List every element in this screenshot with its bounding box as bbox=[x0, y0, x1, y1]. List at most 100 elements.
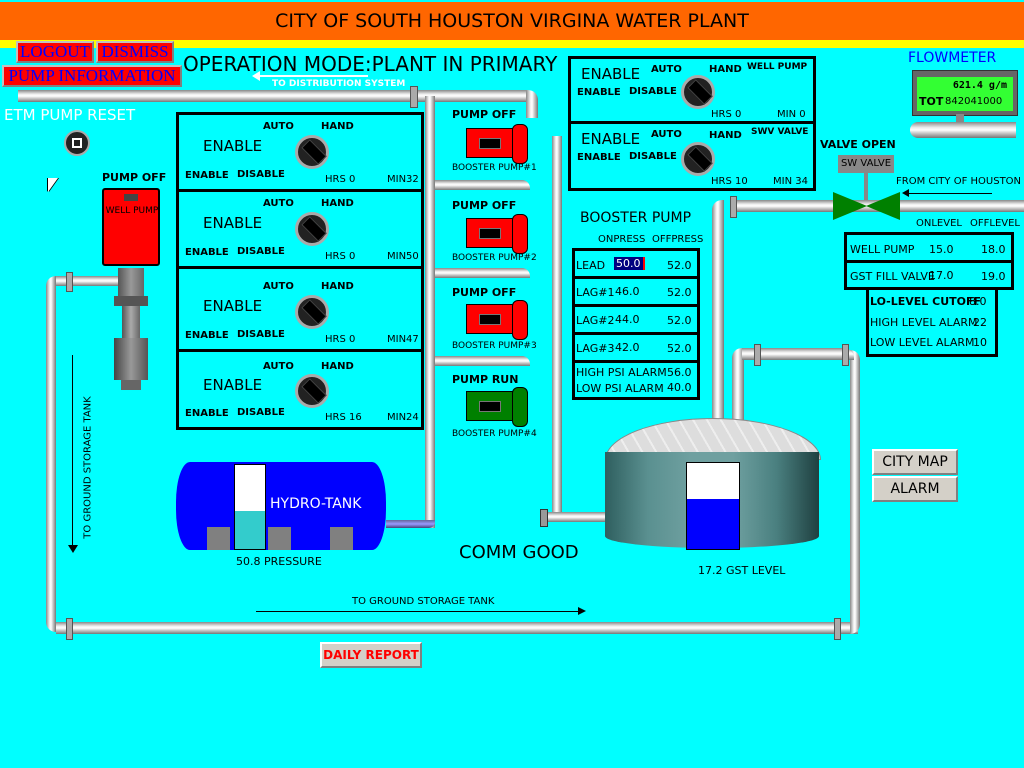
pipe-flange bbox=[66, 618, 73, 640]
pump-volute bbox=[512, 214, 528, 254]
enable-button[interactable]: ENABLE bbox=[185, 408, 229, 419]
hydro-tank-gauge bbox=[234, 464, 266, 550]
offpress-value[interactable]: 52.0 bbox=[667, 286, 692, 299]
pump-information-button[interactable]: PUMP INFORMATION bbox=[2, 65, 182, 87]
discharge-header-pipe bbox=[552, 136, 562, 516]
enable-button[interactable]: ENABLE bbox=[185, 330, 229, 341]
booster-pump-2[interactable] bbox=[466, 214, 528, 254]
hydro-tank-pipe bbox=[386, 520, 435, 528]
hand-label: HAND bbox=[321, 121, 354, 132]
row-label: LAG#2 bbox=[576, 314, 615, 327]
logout-button[interactable]: LOGOUT bbox=[16, 41, 94, 63]
run-minutes: MIN47 bbox=[387, 334, 419, 345]
pump-motor bbox=[466, 218, 514, 248]
disable-button[interactable]: DISABLE bbox=[237, 246, 285, 257]
low-psi-value[interactable]: 40.0 bbox=[667, 381, 692, 394]
onpress-value[interactable]: 46.0 bbox=[615, 285, 640, 298]
onpress-value[interactable]: 44.0 bbox=[615, 313, 640, 326]
knob-icon bbox=[687, 146, 713, 172]
city-map-button[interactable]: CITY MAP bbox=[872, 449, 958, 475]
knob-icon bbox=[687, 79, 713, 105]
offlevel-value[interactable]: 18.0 bbox=[981, 243, 1006, 256]
run-hours: HRS 0 bbox=[325, 251, 356, 262]
hydro-tank-pressure: 50.8 PRESSURE bbox=[236, 555, 322, 568]
booster-setpoints-title: BOOSTER PUMP bbox=[580, 210, 692, 226]
run-hours: HRS 0 bbox=[325, 174, 356, 185]
pump-suction-branch bbox=[435, 268, 530, 278]
distribution-arrow-head bbox=[252, 71, 260, 81]
sw-valve-label[interactable]: SW VALVE bbox=[838, 155, 894, 173]
offpress-value[interactable]: 52.0 bbox=[667, 342, 692, 355]
booster-pump-1-name: BOOSTER PUMP#1 bbox=[452, 163, 537, 173]
enable-button[interactable]: ENABLE bbox=[185, 170, 229, 181]
daily-report-button[interactable]: DAILY REPORT bbox=[320, 642, 422, 668]
disable-button[interactable]: DISABLE bbox=[629, 86, 677, 97]
disable-button[interactable]: DISABLE bbox=[629, 151, 677, 162]
level-alarm-box: LO-LEVEL CUTOFF 8.0 HIGH LEVEL ALARM 22 … bbox=[866, 287, 998, 357]
onpress-value[interactable]: 42.0 bbox=[615, 341, 640, 354]
hand-off-auto-selector[interactable] bbox=[681, 75, 715, 109]
pump-suction-branch bbox=[435, 180, 530, 190]
from-city-label: FROM CITY OF HOUSTON bbox=[896, 176, 1022, 187]
flowmeter-title: FLOWMETER bbox=[908, 50, 997, 66]
suction-header-pipe bbox=[425, 96, 435, 528]
row-label: WELL PUMP bbox=[850, 243, 915, 256]
etm-reset-button[interactable] bbox=[64, 130, 90, 156]
hand-off-auto-selector[interactable] bbox=[295, 135, 329, 169]
enable-button[interactable]: ENABLE bbox=[577, 87, 621, 98]
enable-button[interactable]: ENABLE bbox=[185, 247, 229, 258]
dismiss-button[interactable]: DISMISS bbox=[96, 41, 174, 63]
gst-level-fill bbox=[687, 499, 739, 549]
valve-body-left[interactable] bbox=[833, 192, 867, 220]
hand-off-auto-selector[interactable] bbox=[295, 374, 329, 408]
disable-button[interactable]: DISABLE bbox=[237, 329, 285, 340]
alarm-button[interactable]: ALARM bbox=[872, 476, 958, 502]
onlevel-value[interactable]: 15.0 bbox=[929, 243, 954, 256]
pipe-elbow bbox=[526, 90, 538, 118]
hydro-tank-label: HYDRO-TANK bbox=[270, 496, 362, 512]
run-minutes: MIN 34 bbox=[773, 176, 808, 187]
title-bar bbox=[0, 2, 1024, 40]
lead-onpress-input[interactable]: 50.0 bbox=[614, 257, 645, 270]
onlevel-value[interactable]: 17.0 bbox=[929, 269, 954, 282]
table-row: LEAD 50.0 52.0 bbox=[572, 248, 700, 279]
run-minutes: MIN24 bbox=[387, 412, 419, 423]
gst-level-text: 17.2 GST LEVEL bbox=[698, 564, 786, 577]
table-row: GST FILL VALVE 17.0 19.0 bbox=[844, 260, 1014, 290]
hand-off-auto-selector[interactable] bbox=[681, 142, 715, 176]
disable-button[interactable]: DISABLE bbox=[237, 407, 285, 418]
row-label: GST FILL VALVE bbox=[850, 270, 935, 283]
flow-arrow-head bbox=[68, 545, 78, 553]
high-psi-value[interactable]: 56.0 bbox=[667, 366, 692, 379]
accent-bar bbox=[0, 40, 1024, 48]
pump-motor bbox=[466, 304, 514, 334]
hand-off-auto-selector[interactable] bbox=[295, 212, 329, 246]
flow-total: 842041000 bbox=[945, 96, 1003, 107]
run-minutes: MIN50 bbox=[387, 251, 419, 262]
booster-pump-1[interactable] bbox=[466, 124, 528, 164]
table-row: WELL PUMP 15.0 18.0 bbox=[844, 232, 1014, 263]
well-pump-column bbox=[122, 306, 140, 338]
disable-button[interactable]: DISABLE bbox=[237, 169, 285, 180]
flow-arrow-head bbox=[902, 189, 909, 197]
lo-cutoff-value[interactable]: 8.0 bbox=[969, 295, 987, 308]
high-level-alarm-value[interactable]: 22 bbox=[973, 316, 987, 329]
booster-pump-3[interactable] bbox=[466, 300, 528, 340]
offpress-value[interactable]: 52.0 bbox=[667, 314, 692, 327]
well-pump-vent bbox=[124, 194, 138, 201]
row-label: LEAD bbox=[576, 259, 606, 272]
booster-panel-1: AUTO HAND ENABLE ENABLE DISABLE HRS 0 MI… bbox=[176, 112, 424, 192]
offpress-value[interactable]: 52.0 bbox=[667, 259, 692, 272]
low-level-alarm-value[interactable]: 10 bbox=[973, 336, 987, 349]
booster-pump-4[interactable] bbox=[466, 387, 528, 427]
offlevel-value[interactable]: 19.0 bbox=[981, 270, 1006, 283]
enable-button[interactable]: ENABLE bbox=[577, 152, 621, 163]
gst-inlet-pipe bbox=[540, 512, 606, 522]
low-level-alarm-label: LOW LEVEL ALARM bbox=[870, 336, 975, 349]
hand-off-auto-selector[interactable] bbox=[295, 295, 329, 329]
onlevel-header: ONLEVEL bbox=[916, 218, 962, 229]
state-label: ENABLE bbox=[203, 137, 263, 155]
to-distribution-label: TO DISTRIBUTION SYSTEM bbox=[272, 79, 406, 89]
well-pump[interactable]: WELL PUMP bbox=[102, 188, 160, 266]
valve-body-right[interactable] bbox=[866, 192, 900, 220]
